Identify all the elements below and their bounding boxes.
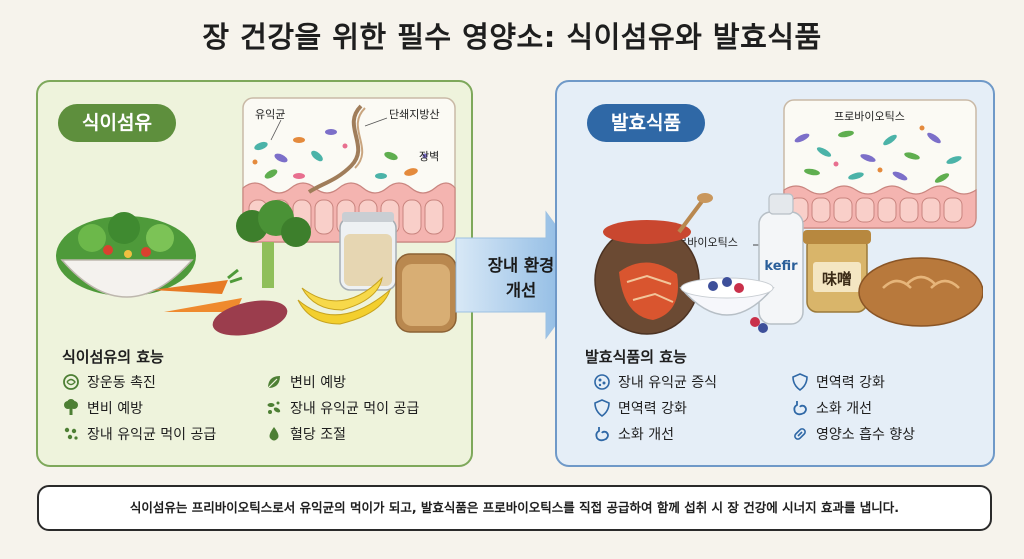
bacteria-icon	[594, 374, 610, 390]
fiber-benefit-text: 혈당 조절	[290, 427, 346, 443]
capsule-icon	[794, 428, 806, 440]
fiber-benefit-text: 장내 유익균 먹이 공급	[87, 427, 217, 443]
label-probiotics-top: 프로바이오틱스	[834, 110, 905, 123]
label-intestinal-wall: 장벽	[419, 150, 439, 163]
fiber-benefit-text: 장운동 촉진	[87, 375, 156, 391]
fermented-benefit-text: 소화 개선	[816, 401, 872, 417]
stomach-icon	[595, 427, 609, 442]
probiotic-intestine-illustration: 프로바이오틱스	[783, 99, 977, 229]
fiber-benefit-item: 장내 유익균 먹이 공급	[265, 398, 462, 418]
fiber-label-pill: 식이섬유	[58, 104, 176, 142]
fiber-benefit-text: 변비 예방	[87, 401, 143, 417]
bacteria-icon	[267, 401, 281, 414]
fiber-benefit-item: 장내 유익균 먹이 공급	[62, 424, 259, 444]
leaf-icon	[267, 376, 280, 389]
bacteria-cluster-icon	[64, 427, 78, 440]
fermented-benefit-item: 면역력 강화	[791, 372, 983, 392]
arrow-label-line1: 장내 환경	[487, 256, 555, 275]
fiber-benefits-list: 장운동 촉진 변비 예방 변비 예방 장내 유익균 먹이 공급 장내 유익균 먹…	[62, 372, 462, 444]
fermented-benefit-item: 영양소 흡수 향상	[791, 424, 983, 444]
fermented-label-pill: 발효식품	[587, 104, 705, 142]
fermented-benefits-list: 장내 유익균 증식 면역력 강화 면역력 강화 소화 개선 소화 개선 영양소 …	[593, 372, 983, 444]
fermented-benefit-item: 면역력 강화	[593, 398, 785, 418]
fermented-benefit-text: 영양소 흡수 향상	[816, 427, 916, 443]
fermented-panel: 발효식품	[555, 80, 995, 467]
miso-label: 味噌	[822, 270, 852, 288]
intestine-cycle-icon	[63, 374, 79, 390]
page-title: 장 건강을 위한 필수 영양소: 식이섬유와 발효식품	[202, 20, 822, 54]
label-scfa: 단쇄지방산	[389, 108, 440, 121]
summary-box: 식이섬유는 프리바이오틱스로서 유익균의 먹이가 되고, 발효식품은 프로바이오…	[37, 485, 992, 531]
fiber-benefit-item: 변비 예방	[62, 398, 259, 418]
fiber-benefit-item: 장운동 촉진	[62, 372, 259, 392]
fiber-benefit-text: 장내 유익균 먹이 공급	[290, 401, 420, 417]
fermented-benefit-text: 장내 유익균 증식	[618, 375, 718, 391]
fermented-benefit-text: 면역력 강화	[618, 401, 687, 417]
shield-icon	[792, 373, 808, 391]
fiber-benefit-text: 변비 예방	[290, 375, 346, 391]
fiber-foods-illustration	[56, 200, 457, 336]
fermented-benefits-title: 발효식품의 효능	[585, 348, 687, 366]
kefir-label: kefir	[764, 259, 798, 274]
fermented-benefit-item: 소화 개선	[791, 398, 983, 418]
label-bacteria: 유익균	[255, 108, 285, 121]
fermented-benefit-item: 장내 유익균 증식	[593, 372, 785, 392]
arrow-label: 장내 환경 개선	[456, 253, 586, 303]
fiber-benefit-item: 변비 예방	[265, 372, 462, 392]
fiber-panel: 식이섬유	[36, 80, 473, 467]
arrow-label-line2: 개선	[505, 281, 537, 300]
fermented-benefit-text: 면역력 강화	[816, 375, 885, 391]
shield-icon	[594, 399, 610, 417]
fiber-benefits-title: 식이섬유의 효능	[62, 348, 164, 366]
fermented-benefit-item: 소화 개선	[593, 424, 785, 444]
drop-icon	[269, 427, 279, 441]
fermented-foods-illustration: kefir 味噌	[594, 193, 983, 335]
broccoli-icon	[64, 399, 78, 415]
stomach-icon	[793, 401, 807, 416]
fermented-benefit-text: 소화 개선	[618, 427, 674, 443]
fiber-benefit-item: 혈당 조절	[265, 424, 462, 444]
